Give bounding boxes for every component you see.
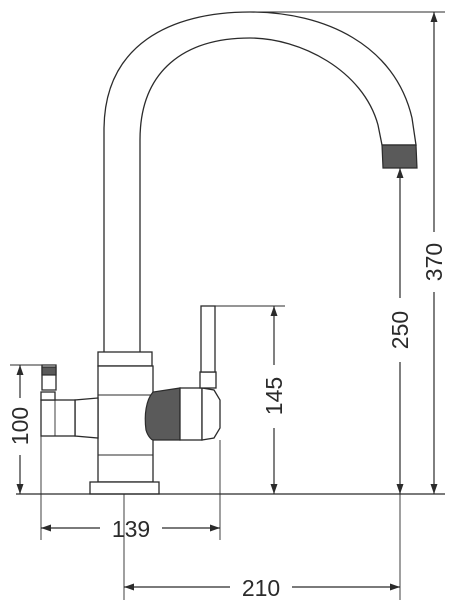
- left-lever-cap: [41, 366, 57, 376]
- dim-spout-height: 250: [387, 168, 413, 494]
- right-valve-body: [179, 387, 203, 441]
- label-145: 145: [261, 377, 287, 415]
- label-250: 250: [387, 311, 413, 349]
- base-plate: [89, 481, 160, 495]
- left-lever-stem: [40, 391, 56, 401]
- faucet: [40, 11, 418, 495]
- spout-collar: [97, 351, 153, 367]
- dim-overall-height: 370: [250, 11, 447, 494]
- label-139: 139: [112, 516, 150, 542]
- dim-side-handle-height: 100: [7, 364, 42, 494]
- spout-tip: [381, 144, 418, 169]
- right-lever-collar: [199, 371, 217, 389]
- right-lever: [200, 305, 216, 373]
- label-100: 100: [7, 407, 33, 445]
- dim-side-width: 139: [40, 436, 221, 542]
- body-column: [97, 365, 154, 483]
- dim-handle-height: 145: [215, 305, 287, 494]
- dim-reach: 210: [123, 494, 401, 601]
- label-210: 210: [242, 575, 280, 601]
- right-valve-cap: [201, 387, 221, 441]
- right-valve-cone: [144, 387, 181, 441]
- left-valve: [74, 397, 99, 439]
- left-valve-body: [40, 399, 76, 437]
- label-370: 370: [421, 243, 447, 281]
- spout: [103, 11, 417, 354]
